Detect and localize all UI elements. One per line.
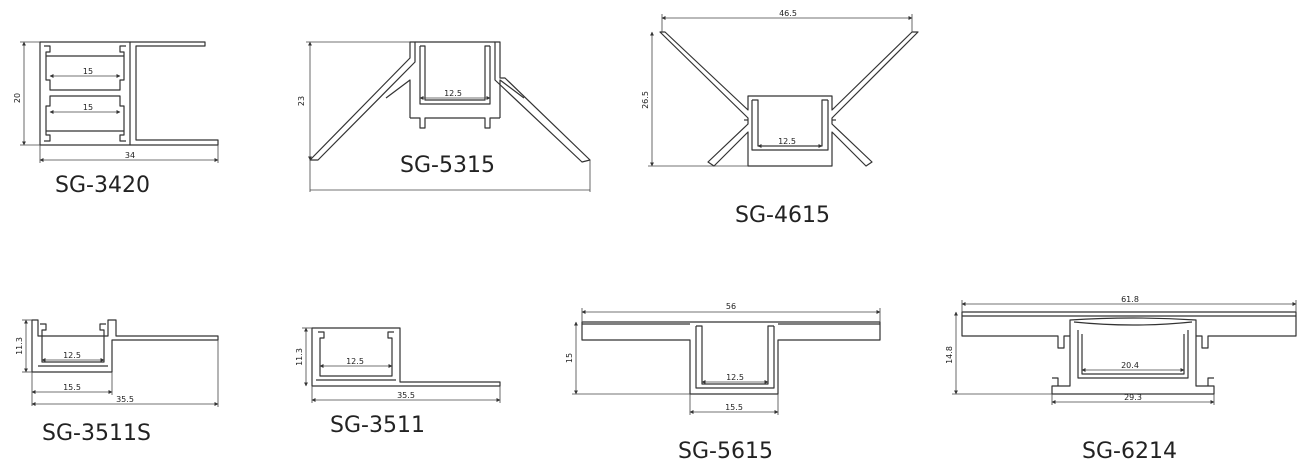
dim-width: 61.8 [1121,295,1139,304]
profile-sg-4615: 46.5 26.5 12.5 SG-4615 [641,9,919,228]
dim-width: 35.5 [116,395,134,404]
dim-outer-width: 29.3 [1124,393,1142,402]
profile-sg-6214: 61.8 14.8 20.4 29.3 SG-6214 [945,295,1297,464]
dim-inner-width: 12.5 [444,89,462,98]
dim-inner-width: 12.5 [63,351,81,360]
dim-inner-width-bottom: 15 [83,103,93,112]
dim-inner-width: 12.5 [346,357,364,366]
model-label-sg-6214: SG-6214 [1082,439,1177,464]
dim-height: 14.8 [945,346,954,364]
profile-sg-3420: 20 15 15 34 SG-3420 [13,41,219,198]
dim-width: 34 [125,151,135,160]
profile-sg-5615: 56 15 12.5 15.5 SG-5615 [565,302,881,464]
dim-inner-width: 12.5 [726,373,744,382]
dim-height: 11.3 [295,348,304,366]
dim-outer-width: 15.5 [725,403,743,412]
dim-inner-width: 20.4 [1121,361,1139,370]
dim-inner-width: 12.5 [778,137,796,146]
profile-sg-3511: 11.3 12.5 35.5 SG-3511 [295,327,501,438]
model-label-sg-5615: SG-5615 [678,439,773,464]
dim-inner-width-top: 15 [83,67,93,76]
profile-sg-5315: 23 12.5 SG-5315 [297,41,591,192]
dim-height: 11.3 [15,337,24,355]
dim-height: 23 [297,96,306,106]
profile-sg-3511s: 11.3 12.5 15.5 35.5 SG-3511S [15,319,219,446]
model-label-sg-4615: SG-4615 [735,203,830,228]
dim-width: 35.5 [397,391,415,400]
model-label-sg-3420: SG-3420 [55,173,150,198]
model-label-sg-3511: SG-3511 [330,413,425,438]
dim-height: 15 [565,353,574,363]
dim-height: 20 [13,93,22,103]
model-label-sg-3511s: SG-3511S [42,421,151,446]
model-label-sg-5315: SG-5315 [400,153,495,178]
dim-width: 46.5 [779,9,797,18]
dim-width: 56 [726,302,736,311]
dim-outer-width: 15.5 [63,383,81,392]
dim-height: 26.5 [641,91,650,109]
